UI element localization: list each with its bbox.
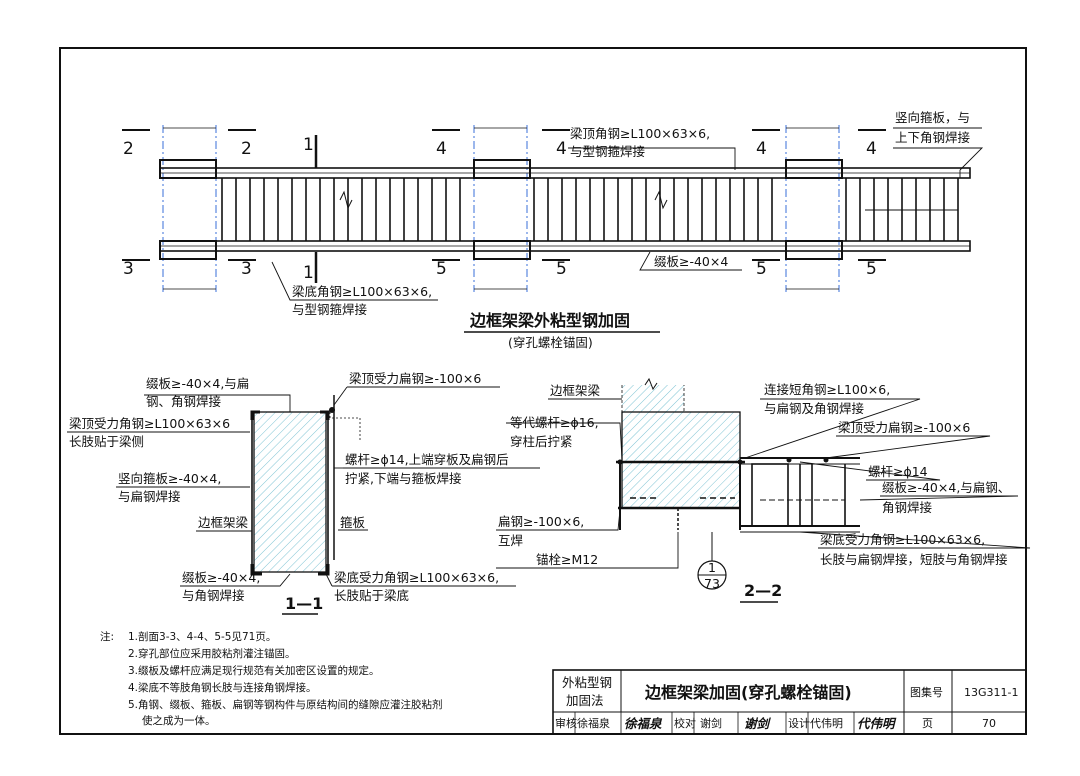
cut-mark-4-c: 4 [756,139,767,159]
tb-designer: 代伟明 [810,717,843,730]
s11-batten-top-1: 缀板≥-40×4,与扁 [146,376,249,391]
tb-atlas-no: 13G311-1 [964,686,1018,699]
column-section [621,411,741,509]
s11-vertical-hoop-2: 与扁钢焊接 [118,489,181,504]
tb-designer-signature: 代伟明 [857,716,897,731]
cut-mark-1-top: 1 [303,135,314,155]
title-block: 外粘型钢 加固法 边框架梁加固(穿孔螺栓锚固) 图集号 13G311-1 审核 … [552,669,1027,735]
section-1-1: 缀板≥-40×4,与扁 钢、角钢焊接 梁顶受力扁钢≥-100×6 梁顶受力角钢≥… [67,371,540,615]
s11-top-flat: 梁顶受力扁钢≥-100×6 [349,371,481,386]
s22-batten-1: 缀板≥-40×4,与扁钢、 [882,480,1010,495]
s11-hoop: 箍板 [340,515,366,530]
s22-flat-1: 扁钢≥-100×6, [498,514,584,529]
s22-bottom-angle-1: 梁底受力角钢≥L100×63×6, [820,532,985,547]
elevation-hoops [221,178,959,241]
s11-batten-bottom-1: 缀板≥-40×4, [182,570,260,585]
s11-top-angle-2: 长肢贴于梁侧 [69,434,144,449]
s11-bottom-angle-2: 长肢贴于梁底 [334,588,409,603]
tb-reviewer: 徐福泉 [577,716,610,730]
tb-design-label: 设计 [788,717,810,730]
notes-label: 注: [100,630,114,643]
callout-bottom-angle-2: 与型钢箍焊接 [292,302,368,317]
s11-vertical-hoop-1: 竖向箍板≥-40×4, [118,471,221,486]
s11-top-angle-1: 梁顶受力角钢≥L100×63×6 [69,416,230,431]
tb-atlas-label: 图集号 [910,685,943,699]
s22-bottom-angle-2: 长肢与扁钢焊接，短肢与角钢焊接 [820,552,1008,567]
tb-review-label: 审核 [555,716,577,730]
notes: 注: 1.剖面3-3、4-4、5-5见71页。 2.穿孔部位应采用胶粘剂灌注锚固… [100,630,443,727]
elevation-subtitle: (穿孔螺栓锚固) [508,335,593,350]
callout-batten: 缀板≥-40×4 [654,254,728,269]
detail-ref-sheet: 73 [704,576,720,591]
tb-drawing-title: 边框架梁加固(穿孔螺栓锚固) [644,683,852,702]
beam-section [253,411,327,573]
elevation-drawing [122,125,984,301]
cut-mark-3-left: 3 [123,259,134,279]
cut-mark-3-right: 3 [241,259,252,279]
note-2: 2.穿孔部位应采用胶粘剂灌注锚固。 [128,647,296,660]
callout-vertical-hoop-1: 竖向箍板，与 [895,110,970,125]
note-6: 使之成为一体。 [142,714,216,727]
cut-mark-5-b: 5 [556,259,567,279]
callout-bottom-angle-1: 梁底角钢≥L100×63×6, [292,284,432,299]
section-1-1-title: 1—1 [285,594,323,613]
tb-category-1: 外粘型钢 [562,675,612,690]
s22-batten-2: 角钢焊接 [882,500,933,515]
tb-check-label: 校对 [674,716,696,730]
tb-page-no: 70 [982,717,996,730]
cut-mark-5-a: 5 [436,259,447,279]
elevation-title: 边框架梁外粘型钢加固 [469,311,630,330]
section-2-2-title: 2—2 [744,581,782,600]
cut-mark-2-left: 2 [123,139,134,159]
s11-bolt-2: 拧紧,下端与箍板焊接 [345,471,462,486]
elevation-labels: 2 2 3 3 1 1 4 4 4 4 5 5 5 5 梁顶角钢≥L100×63… [123,110,971,350]
s22-short-angle-2: 与扁钢及角钢焊接 [764,401,865,416]
callout-top-angle-1: 梁顶角钢≥L100×63×6, [570,126,710,141]
s22-equiv-bolt-2: 穿柱后拧紧 [510,434,573,449]
s22-equiv-bolt-1: 等代螺杆≥ϕ16, [510,415,599,430]
detail-ref-num: 1 [708,560,716,575]
s22-beam: 边框架梁 [550,383,601,398]
s22-flat-2: 互焊 [498,533,523,548]
s11-batten-top-2: 钢、角钢焊接 [146,394,222,409]
s22-top-flat: 梁顶受力扁钢≥-100×6 [838,420,970,435]
bolt-head-icon [329,407,335,413]
s11-beam: 边框架梁 [198,515,249,530]
s11-bottom-angle-1: 梁底受力角钢≥L100×63×6, [334,570,499,585]
s22-short-angle-1: 连接短角钢≥L100×6, [764,382,890,397]
s11-bolt-1: 螺杆≥ϕ14,上端穿板及扁钢后 [345,452,509,467]
sheet-border [59,47,1027,735]
note-4: 4.梁底不等肢角钢长肢与连接角钢焊接。 [128,681,317,694]
cut-mark-5-d: 5 [866,259,877,279]
note-1: 1.剖面3-3、4-4、5-5见71页。 [128,630,276,643]
tb-category-2: 加固法 [566,693,604,708]
tb-checker-signature: 谢剑 [744,716,772,731]
cut-mark-1-bottom: 1 [303,263,314,283]
tb-reviewer-signature: 徐福泉 [624,716,663,731]
cut-mark-4-b: 4 [556,139,567,159]
tb-checker: 谢剑 [700,716,722,730]
callout-vertical-hoop-2: 上下角钢焊接 [895,130,971,145]
note-5: 5.角钢、缀板、箍板、扁钢等钢构件与原结构间的缝隙应灌注胶粘剂 [128,698,443,711]
tb-page-label: 页 [922,717,933,730]
s22-bolt: 螺杆≥ϕ14 [868,464,928,479]
s11-batten-bottom-2: 与角钢焊接 [182,588,245,603]
section-2-2: 1 73 边框架梁 等代螺杆≥ϕ16, 穿柱后拧紧 连接短角钢≥L100×6, … [496,377,1031,603]
callout-top-angle-2: 与型钢箍焊接 [570,144,646,159]
note-3: 3.缀板及螺杆应满足现行规范有关加密区设置的规定。 [128,664,380,677]
cut-mark-2-right: 2 [241,139,252,159]
cut-mark-4-d: 4 [866,139,877,159]
s22-anchor: 锚栓≥M12 [536,552,598,567]
cut-mark-4-a: 4 [436,139,447,159]
cut-mark-5-c: 5 [756,259,767,279]
